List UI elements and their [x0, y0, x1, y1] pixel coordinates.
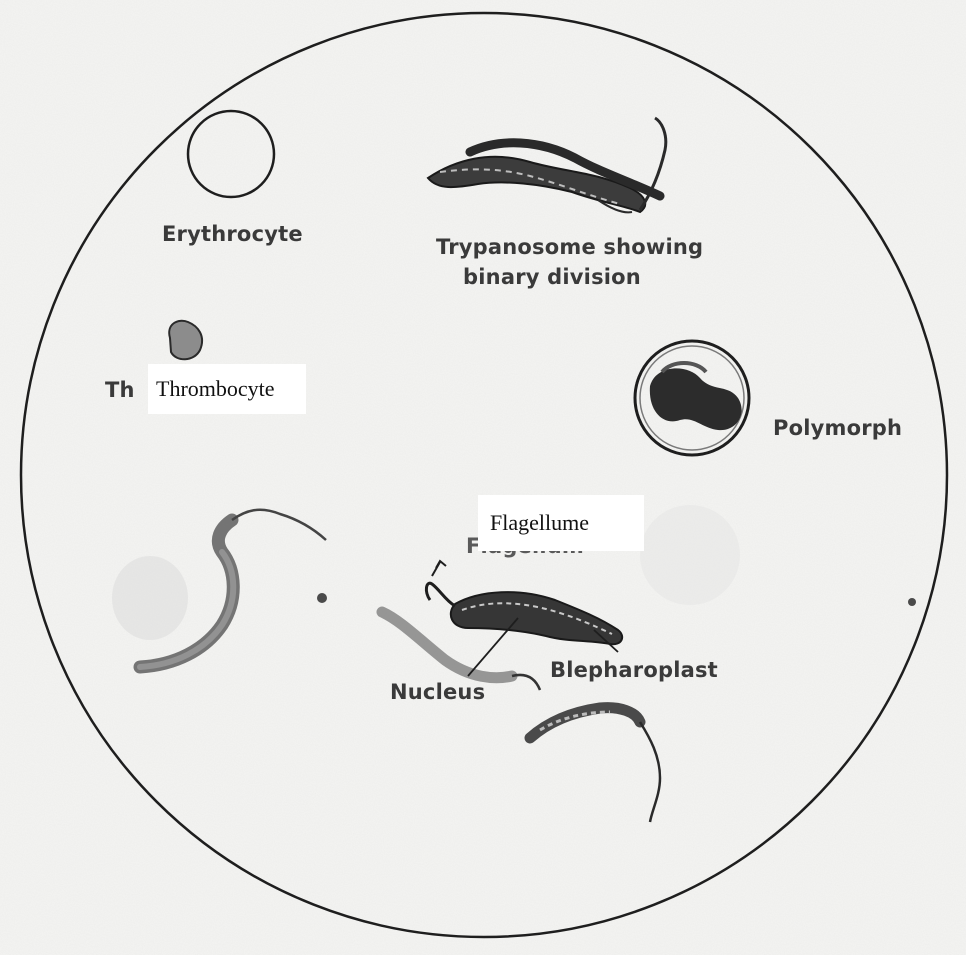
label-blepharoplast: Blepharoplast	[550, 658, 718, 682]
faint-cell-shadow	[112, 556, 188, 640]
label-trypanosome-division: Trypanosome showing binary division	[436, 232, 668, 292]
label-thrombocyte-partial: Th	[105, 378, 135, 402]
label-polymorph: Polymorph	[773, 416, 902, 440]
faint-cell-shadow	[640, 505, 740, 605]
label-trypanosome-line1: Trypanosome showing	[436, 232, 668, 262]
ink-speck	[908, 598, 916, 606]
label-nucleus: Nucleus	[390, 680, 485, 704]
label-erythrocyte: Erythrocyte	[162, 222, 303, 246]
label-trypanosome-line2: binary division	[436, 262, 668, 292]
label-thrombocyte: Thrombocyte	[148, 364, 306, 414]
ink-speck	[317, 593, 327, 603]
label-flagellume: Flagellume	[478, 495, 644, 551]
